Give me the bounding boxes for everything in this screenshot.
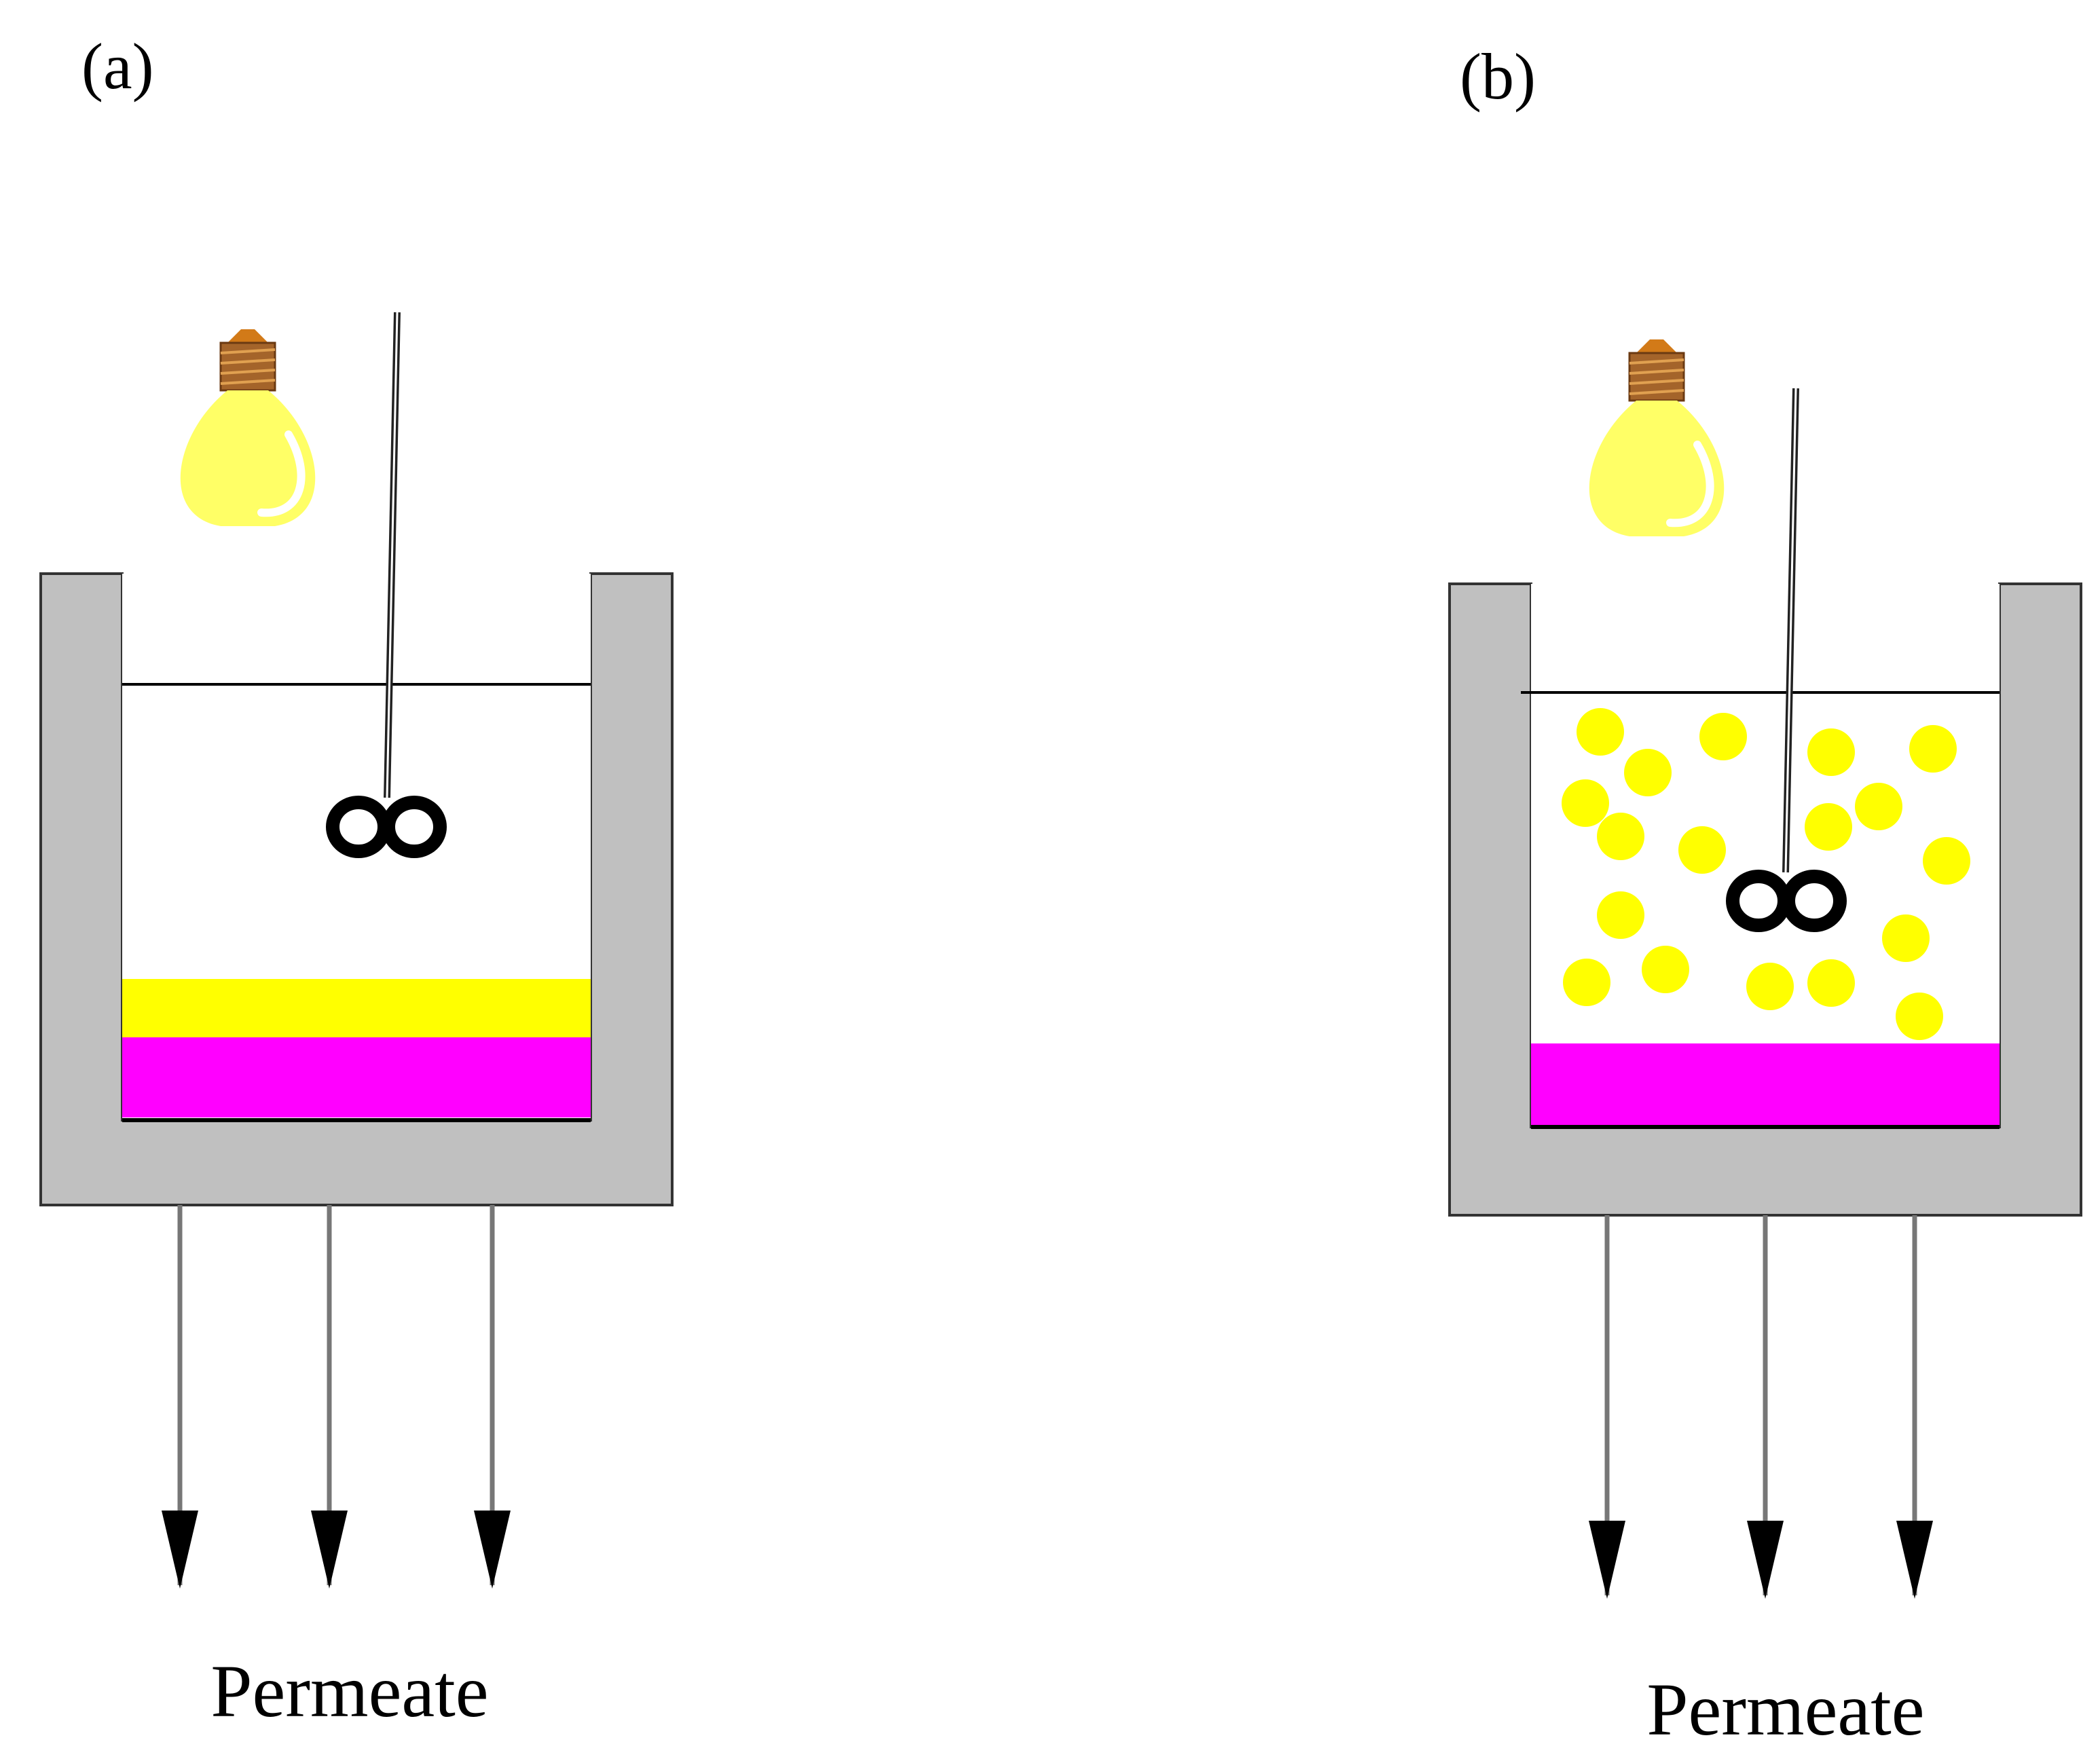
- panel-b-caption: Permeate: [1646, 1668, 1924, 1751]
- arrowhead-icon: [162, 1511, 198, 1589]
- stirrer-icon: [1726, 388, 1847, 932]
- arrowhead-icon: [1589, 1521, 1625, 1599]
- catalyst-particle: [1855, 783, 1902, 830]
- panel-a: (a): [39, 30, 674, 1733]
- catalyst-particle: [1807, 728, 1855, 776]
- panel-b-label: (b): [1460, 40, 1536, 113]
- panel-b: (b): [1448, 40, 2082, 1751]
- panel-b-permeate-arrows: [1589, 1215, 1933, 1599]
- catalyst-particle: [1678, 826, 1726, 874]
- panel-a-permeate-arrows: [162, 1205, 511, 1589]
- panel-a-membrane: [122, 1037, 591, 1117]
- panel-a-catalyst-layer: [122, 979, 591, 1037]
- catalyst-particle: [1746, 963, 1794, 1010]
- catalyst-particle: [1562, 779, 1609, 827]
- catalyst-particle: [1805, 803, 1852, 851]
- arrowhead-icon: [1747, 1521, 1784, 1599]
- catalyst-particle: [1563, 959, 1610, 1006]
- catalyst-particle: [1597, 891, 1644, 939]
- catalyst-particle: [1909, 725, 1957, 773]
- catalyst-particle: [1923, 837, 1970, 885]
- catalyst-particle: [1896, 993, 1943, 1040]
- catalyst-particle: [1577, 708, 1624, 756]
- panel-b-catalyst-particles: [1562, 708, 1970, 1040]
- panel-a-caption: Permeate: [210, 1650, 488, 1733]
- catalyst-particle: [1597, 813, 1644, 860]
- arrowhead-icon: [474, 1511, 511, 1589]
- light-bulb-icon: [180, 329, 316, 526]
- catalyst-particle: [1699, 713, 1747, 760]
- catalyst-particle: [1807, 959, 1855, 1007]
- light-bulb-icon: [1589, 339, 1725, 536]
- panel-b-membrane: [1531, 1043, 2000, 1127]
- catalyst-particle: [1642, 946, 1689, 993]
- panel-a-label: (a): [81, 30, 154, 103]
- arrowhead-icon: [311, 1511, 348, 1589]
- catalyst-particle: [1624, 749, 1672, 796]
- stirrer-icon: [326, 312, 447, 858]
- catalyst-particle: [1882, 914, 1930, 962]
- arrowhead-icon: [1896, 1521, 1933, 1599]
